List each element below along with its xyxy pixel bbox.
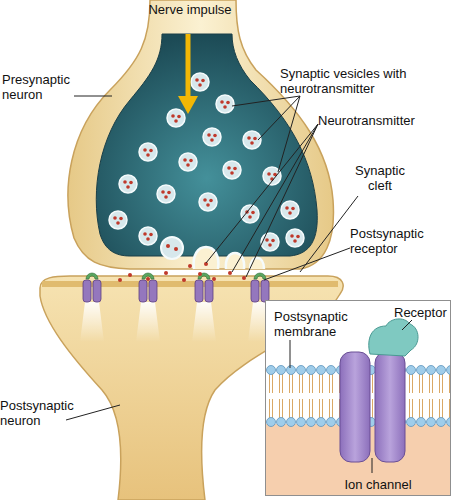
node-label: Receptor: [394, 305, 452, 320]
presynaptic-terminal: [68, 0, 333, 269]
part-label: Postsynaptic neuron: [0, 398, 90, 428]
synaptic-vesicle: [216, 95, 234, 113]
synaptic-vesicle: [139, 143, 157, 161]
ion-channel-half: [375, 352, 405, 462]
receptor-channel: [136, 273, 160, 342]
synaptic-vesicle: [139, 227, 157, 245]
part-label: Postsynaptic receptor: [350, 226, 450, 256]
synaptic-vesicle: [191, 73, 209, 91]
synaptic-vesicle: [109, 211, 127, 229]
synaptic-vesicle: [199, 193, 217, 211]
fused-vesicle: [194, 247, 219, 269]
receptor-protein: [369, 319, 418, 356]
ion-channel-half: [340, 352, 370, 462]
synaptic-vesicle: [157, 185, 175, 203]
receptor-channel: [80, 273, 104, 342]
fusing-vesicle: [161, 237, 183, 259]
synaptic-vesicle: [286, 229, 304, 247]
synaptic-vesicle: [281, 201, 299, 219]
part-label: Synaptic cleft: [344, 163, 416, 193]
neurotransmitter-dot: [174, 247, 178, 251]
neurotransmitter-molecules: [118, 262, 246, 282]
inset-background: [265, 300, 451, 496]
synaptic-vesicle: [203, 128, 221, 146]
part-label: Synaptic vesicles with neurotransmitter: [280, 66, 448, 96]
synaptic-vesicle: [261, 233, 279, 251]
receptor-channel: [192, 273, 216, 342]
synaptic-vesicle: [223, 161, 241, 179]
part-label: Presynaptic neuron: [2, 72, 84, 102]
inset-leader-lines: [290, 320, 412, 473]
inset-box: Postsynaptic membrane ReceptorIon channel: [265, 300, 451, 496]
part-label: Neurotransmitter: [318, 113, 448, 128]
impulse-arrow-head: [178, 96, 198, 114]
process-label: Nerve impulse: [146, 2, 234, 17]
neurotransmitter-dot: [166, 244, 170, 248]
node-label: Ion channel: [328, 477, 428, 492]
synaptic-vesicle: [119, 175, 137, 193]
node-label: Postsynaptic membrane: [274, 309, 366, 339]
synaptic-vesicle: [179, 153, 197, 171]
impulse-arrow-shaft: [186, 34, 191, 98]
synaptic-vesicle: [167, 109, 185, 127]
